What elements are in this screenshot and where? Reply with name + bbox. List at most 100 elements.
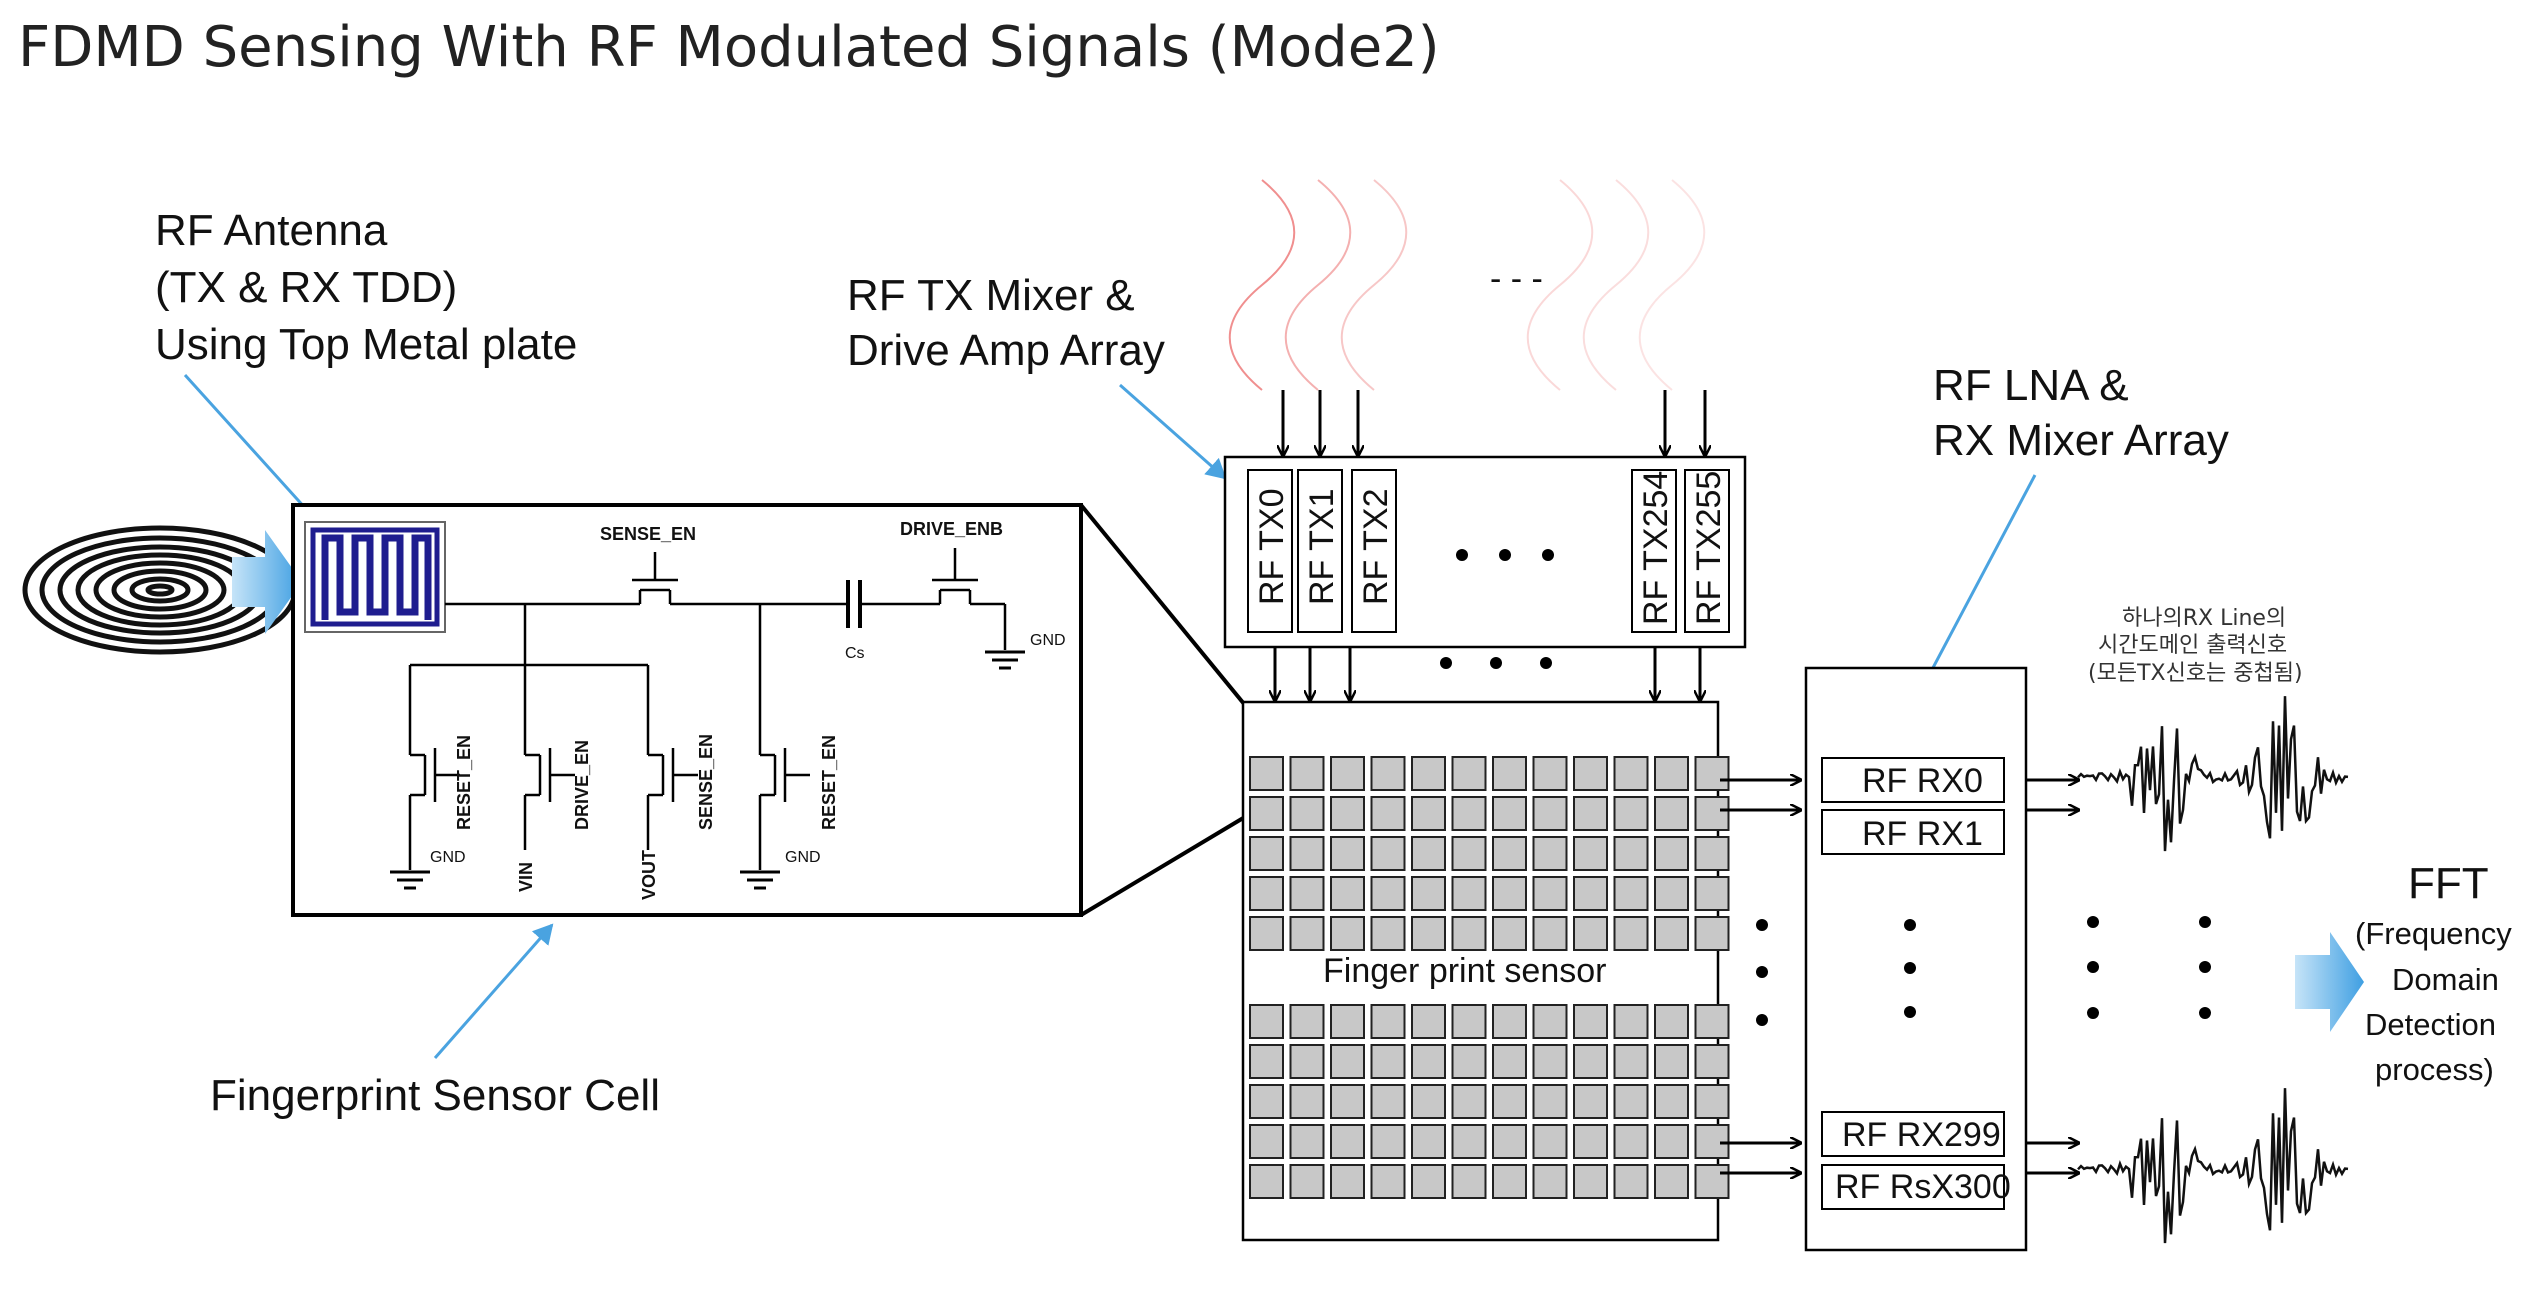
tx-wave-dashes: - - -	[1490, 260, 1543, 298]
sensor-cell	[1532, 836, 1568, 871]
tx-mid-dots	[1440, 657, 1552, 669]
rx-channel-300: RF RsX300	[1835, 1168, 2011, 1206]
rx-mixer-array-box	[1804, 666, 2028, 1252]
cs-label: Cs	[845, 645, 865, 662]
sensor-cell	[1532, 796, 1568, 831]
sensor-cell	[1613, 836, 1649, 871]
sensor-cell	[1654, 1044, 1689, 1079]
tx-output-arrows	[1275, 647, 1700, 700]
sensor-cell	[1330, 796, 1365, 831]
sensor-cell	[1573, 876, 1608, 911]
sensor-cell	[1370, 1044, 1406, 1079]
sensor-cell	[1249, 1004, 1284, 1039]
sensor-cell-grid	[1249, 756, 1730, 1199]
rx-vertical-dots	[1904, 919, 1916, 1018]
sensor-cell	[1573, 796, 1608, 831]
gnd-label-mid: GND	[785, 849, 821, 866]
rx-waveform-bottom	[2077, 1088, 2349, 1244]
drive-en-label: DRIVE_EN	[572, 740, 592, 830]
tx-channel-0: RF TX0	[1253, 488, 1291, 605]
rx-waveform-top	[2077, 696, 2349, 852]
sensor-cell	[1370, 1004, 1406, 1039]
sensor-cell	[1492, 1044, 1527, 1079]
sensor-cell	[1573, 1004, 1608, 1039]
sensor-cell	[1289, 836, 1325, 871]
tx-ellipsis-dots	[1456, 549, 1554, 561]
sensor-cell	[1694, 876, 1730, 911]
sensor-array-label: Finger print sensor	[1323, 952, 1606, 990]
sensor-cell	[1654, 1004, 1689, 1039]
waveform-note-line1: 하나의RX Line의	[2122, 606, 2286, 631]
fft-line-2: Domain	[2392, 962, 2499, 997]
sensor-cell	[1451, 876, 1487, 911]
rx-channel-1: RF RX1	[1862, 815, 1983, 853]
antenna-label-line1: RF Antenna	[155, 206, 388, 255]
sensor-cell	[1492, 1084, 1527, 1119]
sensor-cell-label: Fingerprint Sensor Cell	[210, 1071, 660, 1120]
sensor-cell	[1532, 916, 1568, 951]
sensor-cell	[1532, 1044, 1568, 1079]
sensor-cell	[1411, 836, 1446, 871]
sensor-cell	[1451, 1124, 1487, 1159]
sensor-cell	[1694, 1004, 1730, 1039]
sensor-cell	[1411, 1124, 1446, 1159]
sensor-cell	[1411, 796, 1446, 831]
sensor-cell	[1694, 916, 1730, 951]
sensor-cell	[1411, 1004, 1446, 1039]
sense-en-label: SENSE_EN	[696, 734, 716, 830]
sensor-cell	[1330, 1124, 1365, 1159]
sensor-cell	[1330, 876, 1365, 911]
sensor-cell	[1613, 1124, 1649, 1159]
sensor-cell	[1532, 1164, 1568, 1199]
waveform-note-line2: 시간도메인 출력신호	[2098, 633, 2287, 658]
reset-en-right-label: RESET_EN	[819, 735, 839, 830]
sense-en-top-label: SENSE_EN	[600, 524, 696, 544]
sensor-cell	[1613, 876, 1649, 911]
sensor-cell	[1249, 1164, 1284, 1199]
sensor-cell	[1249, 1044, 1284, 1079]
sensor-cell	[1249, 916, 1284, 951]
sensor-cell	[1249, 756, 1284, 791]
fft-line-3: Detection	[2365, 1007, 2496, 1042]
sensor-cell	[1330, 1004, 1365, 1039]
sensor-cell	[1411, 1164, 1446, 1199]
sensor-cell	[1654, 1164, 1689, 1199]
tx-channel-2: RF TX2	[1357, 488, 1395, 605]
tx-mixer-label-line2: Drive Amp Array	[847, 326, 1165, 375]
sensor-cell	[1289, 1124, 1325, 1159]
sensor-cell	[1411, 1044, 1446, 1079]
tx-channel-255: RF TX255	[1690, 471, 1728, 625]
drive-enb-label: DRIVE_ENB	[900, 519, 1003, 539]
waveform-note-line3: (모든TX신호는 중첩됨)	[2088, 661, 2303, 686]
sensor-cell	[1370, 876, 1406, 911]
sensor-cell	[1492, 1164, 1527, 1199]
sensor-cell	[1654, 1084, 1689, 1119]
rx-mixer-label-line1: RF LNA &	[1933, 361, 2129, 410]
sensor-cell	[1532, 1084, 1568, 1119]
sensor-cell	[1451, 1084, 1487, 1119]
sensor-cell	[1330, 836, 1365, 871]
sensor-cell	[1532, 876, 1568, 911]
sensor-cell	[1289, 1004, 1325, 1039]
tx-channel-boxes	[1247, 469, 1730, 633]
antenna-plate	[304, 521, 446, 633]
sensor-cell	[1654, 876, 1689, 911]
sensor-cell	[1654, 756, 1689, 791]
sensor-cell	[1451, 916, 1487, 951]
vin-label: VIN	[516, 862, 536, 892]
sensor-cell	[1289, 1044, 1325, 1079]
sensor-cell	[1289, 1164, 1325, 1199]
sensor-cell	[1451, 1044, 1487, 1079]
gnd-label-left: GND	[430, 849, 466, 866]
sensor-cell	[1613, 1164, 1649, 1199]
tx-carrier-waves	[1228, 179, 1706, 391]
sensor-cell	[1330, 756, 1365, 791]
sensor-cell	[1330, 916, 1365, 951]
sensor-cell	[1613, 916, 1649, 951]
tx-input-arrows	[1283, 390, 1705, 455]
sensor-cell	[1370, 1084, 1406, 1119]
page-title: FDMD Sensing With RF Modulated Signals (…	[18, 15, 1440, 80]
rx-channel-boxes	[1821, 757, 2005, 1210]
sensor-cell	[1411, 1084, 1446, 1119]
